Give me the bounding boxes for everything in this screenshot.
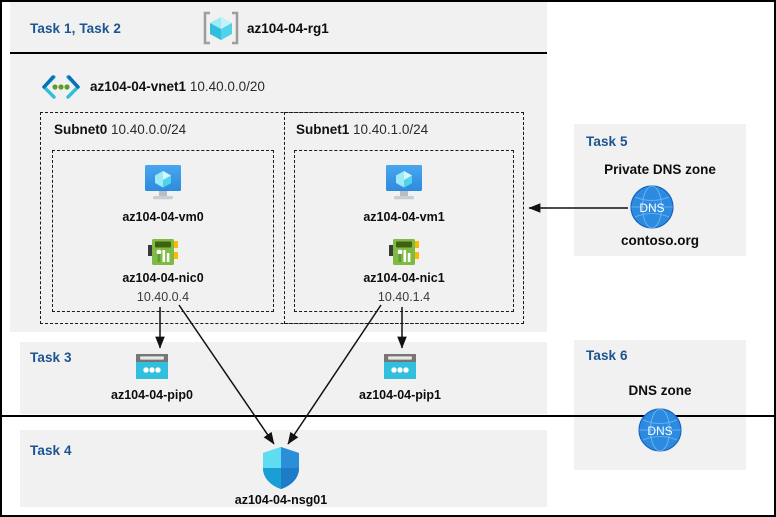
nsg-name: az104-04-nsg01 — [234, 493, 328, 507]
task-label-1-2: Task 1, Task 2 — [30, 21, 121, 36]
subnet0-header: Subnet0 10.40.0.0/24 — [54, 122, 186, 137]
svg-text:DNS: DNS — [647, 424, 672, 438]
vm0-group-boundary — [52, 150, 274, 312]
vm1-group-boundary — [294, 150, 514, 312]
virtual-network-icon — [40, 74, 82, 100]
network-interface-icon — [147, 236, 179, 268]
public-ip-address-icon — [383, 353, 417, 381]
network-interface-icon — [388, 236, 420, 268]
task3-panel — [20, 342, 547, 414]
dns-globe-icon: DNS — [638, 408, 682, 452]
dns-zone-heading: DNS zone — [628, 383, 692, 398]
section-divider — [2, 415, 774, 417]
resource-group-cube-icon — [202, 9, 240, 47]
vm1-name: az104-04-vm1 — [363, 210, 445, 224]
svg-text:DNS: DNS — [639, 201, 664, 215]
subnet0-cidr: 10.40.0.0/24 — [111, 122, 187, 137]
dns-globe-icon: DNS — [630, 185, 674, 229]
vnet-name: az104-04-vnet1 — [90, 79, 187, 94]
subnet1-header: Subnet1 10.40.1.0/24 — [296, 122, 428, 137]
private-dns-zone-heading: Private DNS zone — [604, 162, 716, 177]
resource-group-panel — [10, 2, 547, 54]
virtual-machine-icon — [142, 164, 184, 202]
virtual-network-panel — [10, 54, 547, 332]
vm0-name: az104-04-vm0 — [122, 210, 204, 224]
nic1-ip: 10.40.1.4 — [377, 290, 431, 304]
task-label-4: Task 4 — [30, 443, 72, 458]
network-security-group-shield-icon — [261, 446, 301, 490]
pip0-name: az104-04-pip0 — [111, 388, 193, 402]
task-label-6: Task 6 — [586, 348, 628, 363]
subnet1-name: Subnet1 — [296, 122, 350, 137]
public-ip-address-icon — [135, 353, 169, 381]
private-dns-zone-name: contoso.org — [621, 233, 699, 248]
task-label-5: Task 5 — [586, 134, 628, 149]
subnet1-boundary — [284, 112, 524, 324]
nic0-name: az104-04-nic0 — [122, 271, 204, 285]
nic1-name: az104-04-nic1 — [363, 271, 445, 285]
vnet-header: az104-04-vnet1 10.40.0.0/20 — [90, 79, 265, 94]
virtual-machine-icon — [383, 164, 425, 202]
subnet1-cidr: 10.40.1.0/24 — [353, 122, 429, 137]
vnet-cidr: 10.40.0.0/20 — [189, 79, 265, 94]
nic0-ip: 10.40.0.4 — [136, 290, 190, 304]
pip1-name: az104-04-pip1 — [359, 388, 441, 402]
resource-group-name: az104-04-rg1 — [247, 21, 329, 36]
subnet0-name: Subnet0 — [54, 122, 108, 137]
task-label-3: Task 3 — [30, 350, 72, 365]
